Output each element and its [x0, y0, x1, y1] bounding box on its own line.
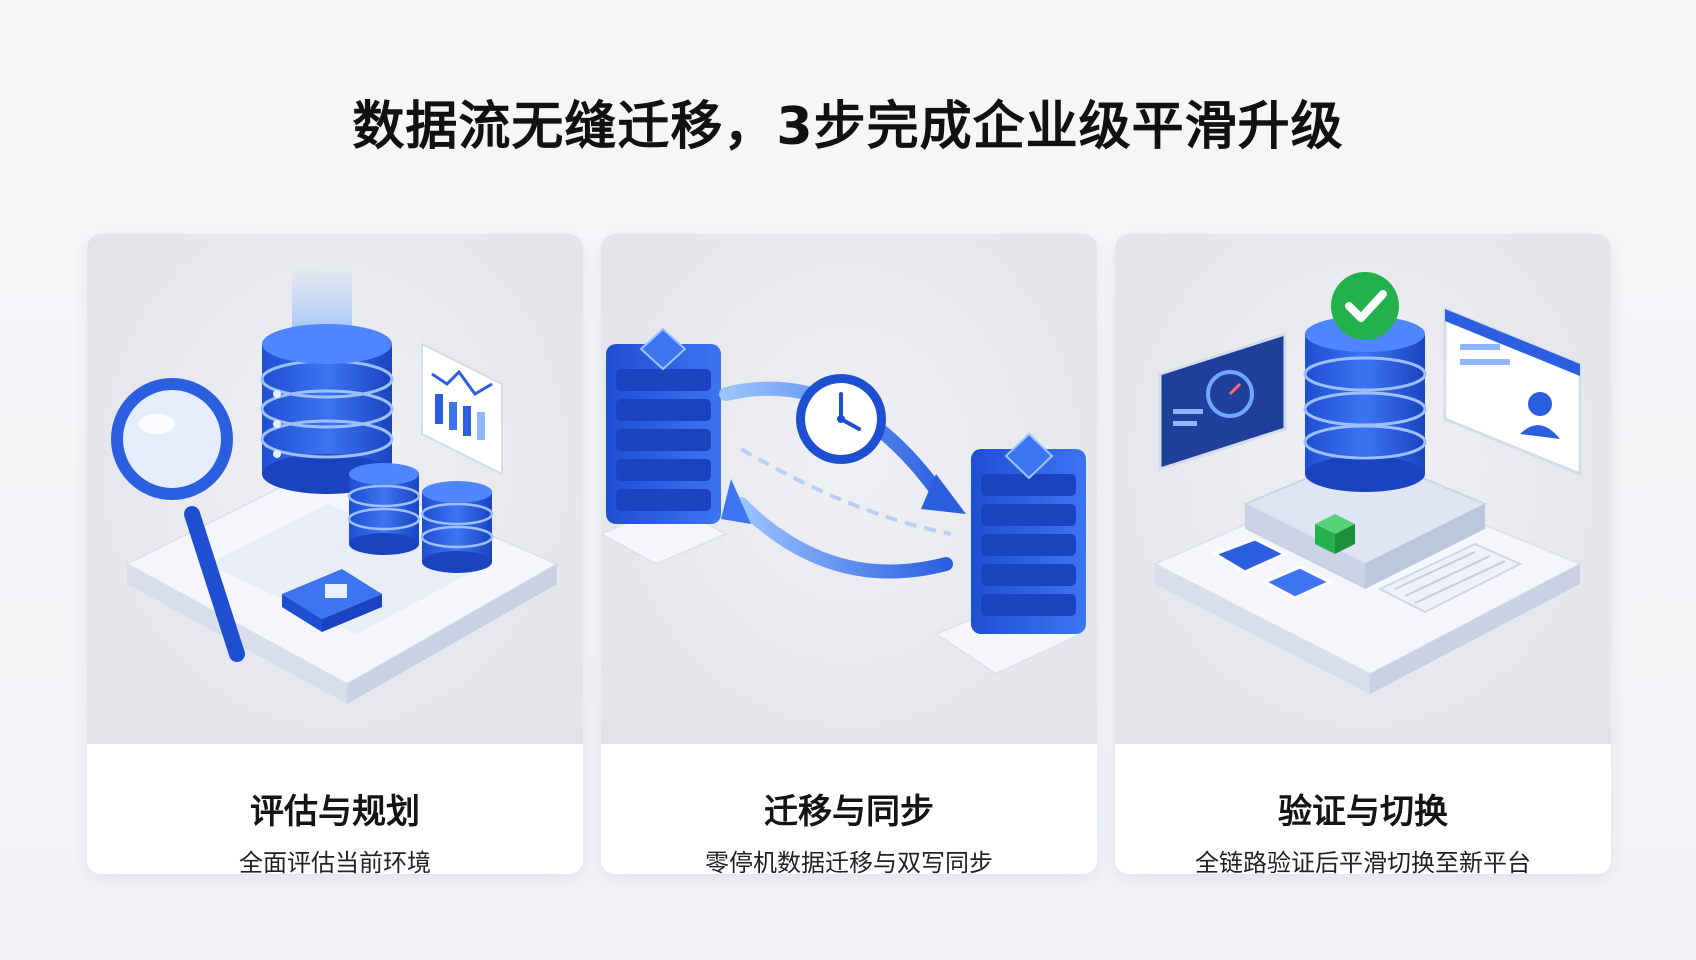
- step-card-migrate: 迁移与同步 零停机数据迁移与双写同步: [601, 234, 1097, 874]
- database-icon: [347, 463, 421, 555]
- database-icon: [1303, 316, 1427, 492]
- step-subtitle: 全链路验证后平滑切换至新平台: [1195, 849, 1531, 874]
- checkmark-badge-icon: [1331, 272, 1399, 340]
- step-title: 迁移与同步: [764, 792, 934, 832]
- step-card-assess: 评估与规划 全面评估当前环境: [87, 234, 583, 874]
- step-caption: 评估与规划 全面评估当前环境: [87, 744, 583, 874]
- step-subtitle: 全面评估当前环境: [239, 849, 431, 874]
- database-icon: [420, 481, 494, 573]
- keyboard-icon: [1377, 542, 1523, 614]
- step-caption: 迁移与同步 零停机数据迁移与双写同步: [601, 744, 1097, 874]
- clock-icon: [796, 374, 886, 464]
- step-title: 评估与规划: [250, 792, 420, 832]
- step-title: 验证与切换: [1278, 792, 1448, 832]
- tablet-icon: [1211, 537, 1334, 600]
- cube-icon: [1315, 514, 1355, 554]
- step-caption: 验证与切换 全链路验证后平滑切换至新平台: [1115, 744, 1611, 874]
- step-illustration-assess: [87, 234, 583, 744]
- step-subtitle: 零停机数据迁移与双写同步: [705, 849, 993, 874]
- step-illustration-migrate: [601, 234, 1097, 744]
- isometric-platform: [1152, 452, 1583, 694]
- device-icon: [282, 569, 382, 632]
- analytics-chart-icon: [421, 342, 503, 476]
- server-rack-icon: [601, 327, 729, 566]
- step-card-verify: 验证与切换 全链路验证后平滑切换至新平台: [1115, 234, 1611, 874]
- magnifier-icon: [111, 378, 245, 662]
- profile-window-icon: [1443, 306, 1582, 477]
- server-rack-icon: [933, 432, 1086, 676]
- step-illustration-verify: [1115, 234, 1611, 744]
- dashboard-monitor-icon: [1158, 331, 1287, 472]
- page-title: 数据流无缝迁移，3步完成企业级平滑升级: [352, 97, 1344, 157]
